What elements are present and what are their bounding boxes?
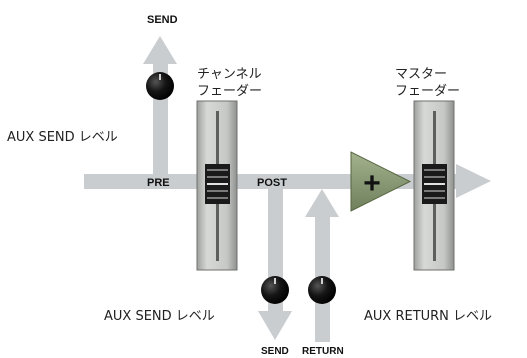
send-up-arrow-icon [143, 36, 177, 64]
summing-amp-icon: + [350, 151, 412, 212]
send-down-arrow-icon [258, 311, 292, 340]
post-label: POST [257, 177, 287, 189]
return-path [305, 189, 339, 342]
top-send-label: SEND [147, 14, 178, 26]
aux-send-level-pre-label: AUX SEND レベル [7, 130, 118, 145]
channel-fader-label-line1: チャンネル [197, 67, 262, 82]
master-fader-label-line2: フェーダー [395, 84, 460, 99]
master-fader [413, 100, 455, 271]
return-knob-icon [308, 276, 336, 304]
post-send-path [258, 189, 292, 340]
channel-fader [196, 100, 238, 271]
output-arrow-icon [456, 164, 491, 198]
bottom-return-label: RETURN [302, 346, 344, 357]
master-fader-knob-icon [422, 164, 447, 204]
aux-return-level-label: AUX RETURN レベル [364, 309, 492, 324]
pre-label: PRE [147, 177, 170, 189]
post-send-knob-icon [261, 276, 289, 304]
pre-send-knob-icon [146, 72, 174, 100]
bottom-send-label: SEND [261, 346, 289, 357]
summing-symbol: + [363, 167, 381, 200]
aux-send-level-post-label: AUX SEND レベル [104, 309, 215, 324]
pre-send-path [143, 36, 177, 174]
return-up-arrow-icon [305, 189, 339, 217]
channel-fader-knob-icon [205, 164, 230, 204]
channel-fader-label-line2: フェーダー [197, 84, 262, 99]
master-fader-label-line1: マスター [395, 67, 447, 82]
